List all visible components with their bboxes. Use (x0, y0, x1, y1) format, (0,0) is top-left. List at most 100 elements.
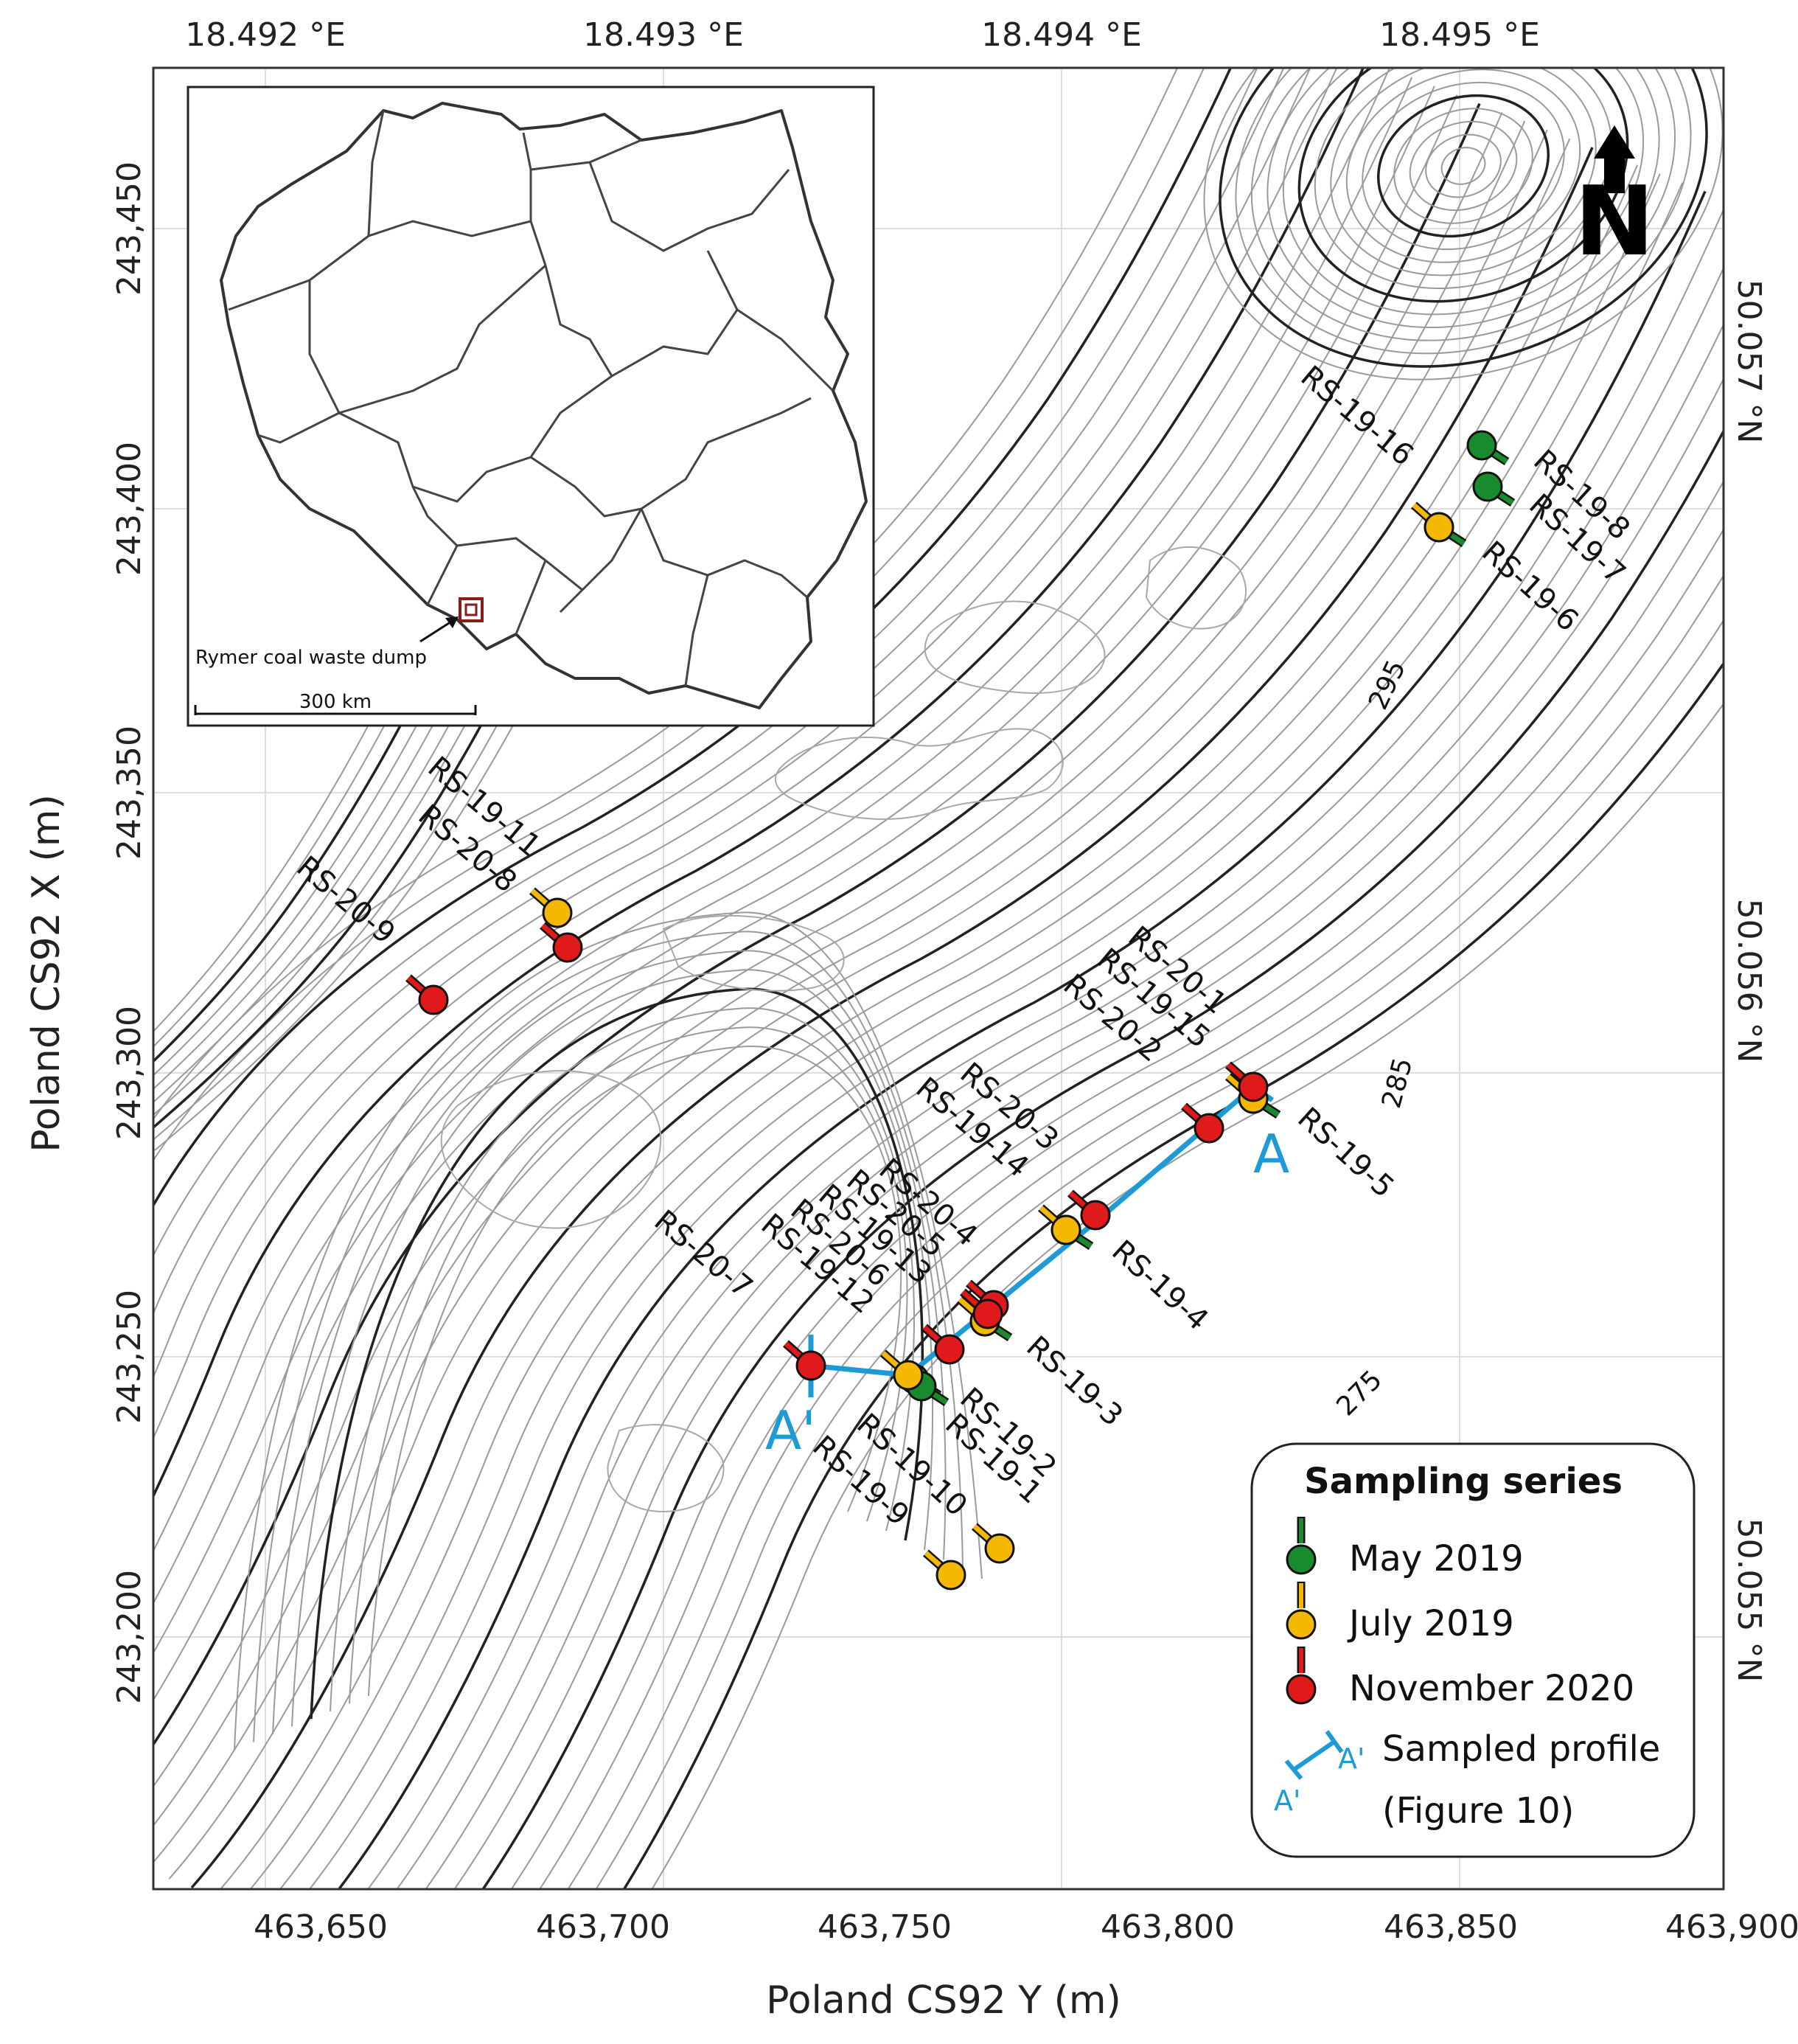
sample-marker[interactable] (1238, 1071, 1269, 1102)
legend-marker (1286, 1674, 1317, 1705)
left-tick-5: 243,250 (111, 1290, 148, 1424)
contour-line (310, 987, 924, 1720)
contour-line (153, 120, 1526, 1827)
sample-marker[interactable] (1050, 1214, 1081, 1245)
top-tick-2: 18.493 °E (583, 16, 744, 54)
sample-marker[interactable] (418, 984, 449, 1015)
legend-july-2019: July 2019 (1347, 1603, 1514, 1644)
contour-line (153, 68, 1233, 1208)
summit-contour-ring (1376, 94, 1550, 238)
north-letter: N (1575, 165, 1655, 277)
north-arrow: N (1575, 125, 1655, 277)
contour-line (330, 1007, 915, 1711)
legend-profile-a: A' (1338, 1742, 1365, 1775)
sample-marker[interactable] (1466, 430, 1497, 461)
summit-contour-ring (1314, 68, 1613, 290)
contour-line (425, 322, 1724, 1889)
sample-marker[interactable] (1194, 1113, 1224, 1144)
contour-line (153, 68, 1338, 1440)
contour-line (153, 68, 1258, 1257)
contour-line (291, 969, 934, 1727)
contour-line (510, 479, 1724, 1889)
contour-line (538, 528, 1724, 1889)
sample-marker[interactable] (893, 1360, 924, 1391)
summit-contour-ring (1330, 68, 1597, 277)
plateau-contours (440, 546, 1247, 1513)
sample-marker[interactable] (984, 1533, 1015, 1564)
sample-marker[interactable] (972, 1299, 1003, 1329)
contour-line (153, 68, 1390, 1553)
contour-line (366, 207, 1724, 1889)
right-tick-2: 50.056 °N (1730, 899, 1768, 1063)
legend-title: Sampling series (1304, 1461, 1623, 1502)
contour-line (153, 68, 1285, 1315)
legend-icons (1286, 1517, 1317, 1705)
bottom-tick-3: 463,750 (818, 1908, 952, 1946)
y-axis-title: Poland CS92 X (m) (24, 794, 69, 1153)
contour-line (396, 266, 1724, 1889)
contour-line (153, 102, 1481, 1747)
legend-profile-ref: (Figure 10) (1382, 1790, 1574, 1832)
sample-marker[interactable] (795, 1350, 826, 1381)
sample-marker[interactable] (1472, 471, 1503, 502)
sample-marker[interactable] (1080, 1200, 1111, 1231)
summit-contour-ring (1266, 68, 1660, 329)
legend-november-2020: November 2020 (1349, 1668, 1634, 1709)
right-tick-1: 50.057 °N (1730, 279, 1768, 444)
contour-line (153, 77, 1413, 1605)
profile-label-a: A (1253, 1123, 1289, 1185)
sample-marker[interactable] (542, 897, 573, 928)
summit-contour-ring (1250, 68, 1676, 341)
legend-marker (1286, 1544, 1317, 1575)
summit-contour-ring (1203, 68, 1724, 380)
voivodeship-borders (228, 110, 834, 686)
x-axis-title: Poland CS92 Y (m) (766, 1978, 1121, 2023)
contour-line (567, 574, 1724, 1889)
contour-line (153, 129, 1548, 1863)
sample-marker[interactable] (552, 932, 583, 963)
inset-scale-label: 300 km (299, 691, 372, 713)
legend-box (1250, 1442, 1696, 1858)
map-frame (152, 66, 1725, 1891)
right-tick-3: 50.055 °N (1730, 1518, 1768, 1683)
summit-contour-ring (1409, 120, 1518, 212)
left-tick-4: 243,300 (111, 1006, 148, 1140)
left-tick-6: 243,200 (111, 1570, 148, 1704)
inset-caption: Rymer coal waste dump (195, 647, 427, 669)
location-marker (459, 597, 484, 622)
contour-line (337, 190, 1707, 1889)
bottom-tick-5: 463,850 (1384, 1908, 1518, 1946)
summit-contour-ring (1219, 68, 1708, 368)
legend-profile-a-prime: A' (1274, 1784, 1300, 1817)
legend-marker (1286, 1609, 1317, 1640)
contour-line (349, 1026, 908, 1704)
top-tick-4: 18.495 °E (1379, 16, 1540, 54)
left-tick-3: 243,350 (111, 726, 148, 860)
summit-contour-ring (1362, 81, 1565, 251)
legend-profile-label: Sampled profile (1382, 1728, 1660, 1770)
contour-line (153, 86, 1435, 1655)
legend-may-2019: May 2019 (1349, 1538, 1524, 1579)
contour-line (308, 182, 1684, 1889)
contour-line (219, 156, 1616, 1889)
summit-contour-ring (1425, 133, 1502, 198)
contour-line (153, 68, 1365, 1499)
contour-line (153, 68, 1311, 1380)
sample-marker[interactable] (935, 1560, 966, 1591)
contour-line (190, 147, 1594, 1889)
top-tick-3: 18.494 °E (981, 16, 1142, 54)
contour-line (253, 931, 964, 1742)
summit-contours (1203, 68, 1724, 380)
poland-outline (220, 102, 868, 709)
sample-marker[interactable] (934, 1334, 965, 1365)
summit-contour-ring (1297, 68, 1629, 303)
contour-line (234, 911, 983, 1750)
contour-line (153, 68, 1179, 1121)
bottom-tick-6: 463,900 (1665, 1908, 1798, 1946)
sample-marker[interactable] (1424, 512, 1454, 543)
left-tick-1: 243,450 (111, 161, 148, 296)
left-tick-2: 243,400 (111, 442, 148, 576)
